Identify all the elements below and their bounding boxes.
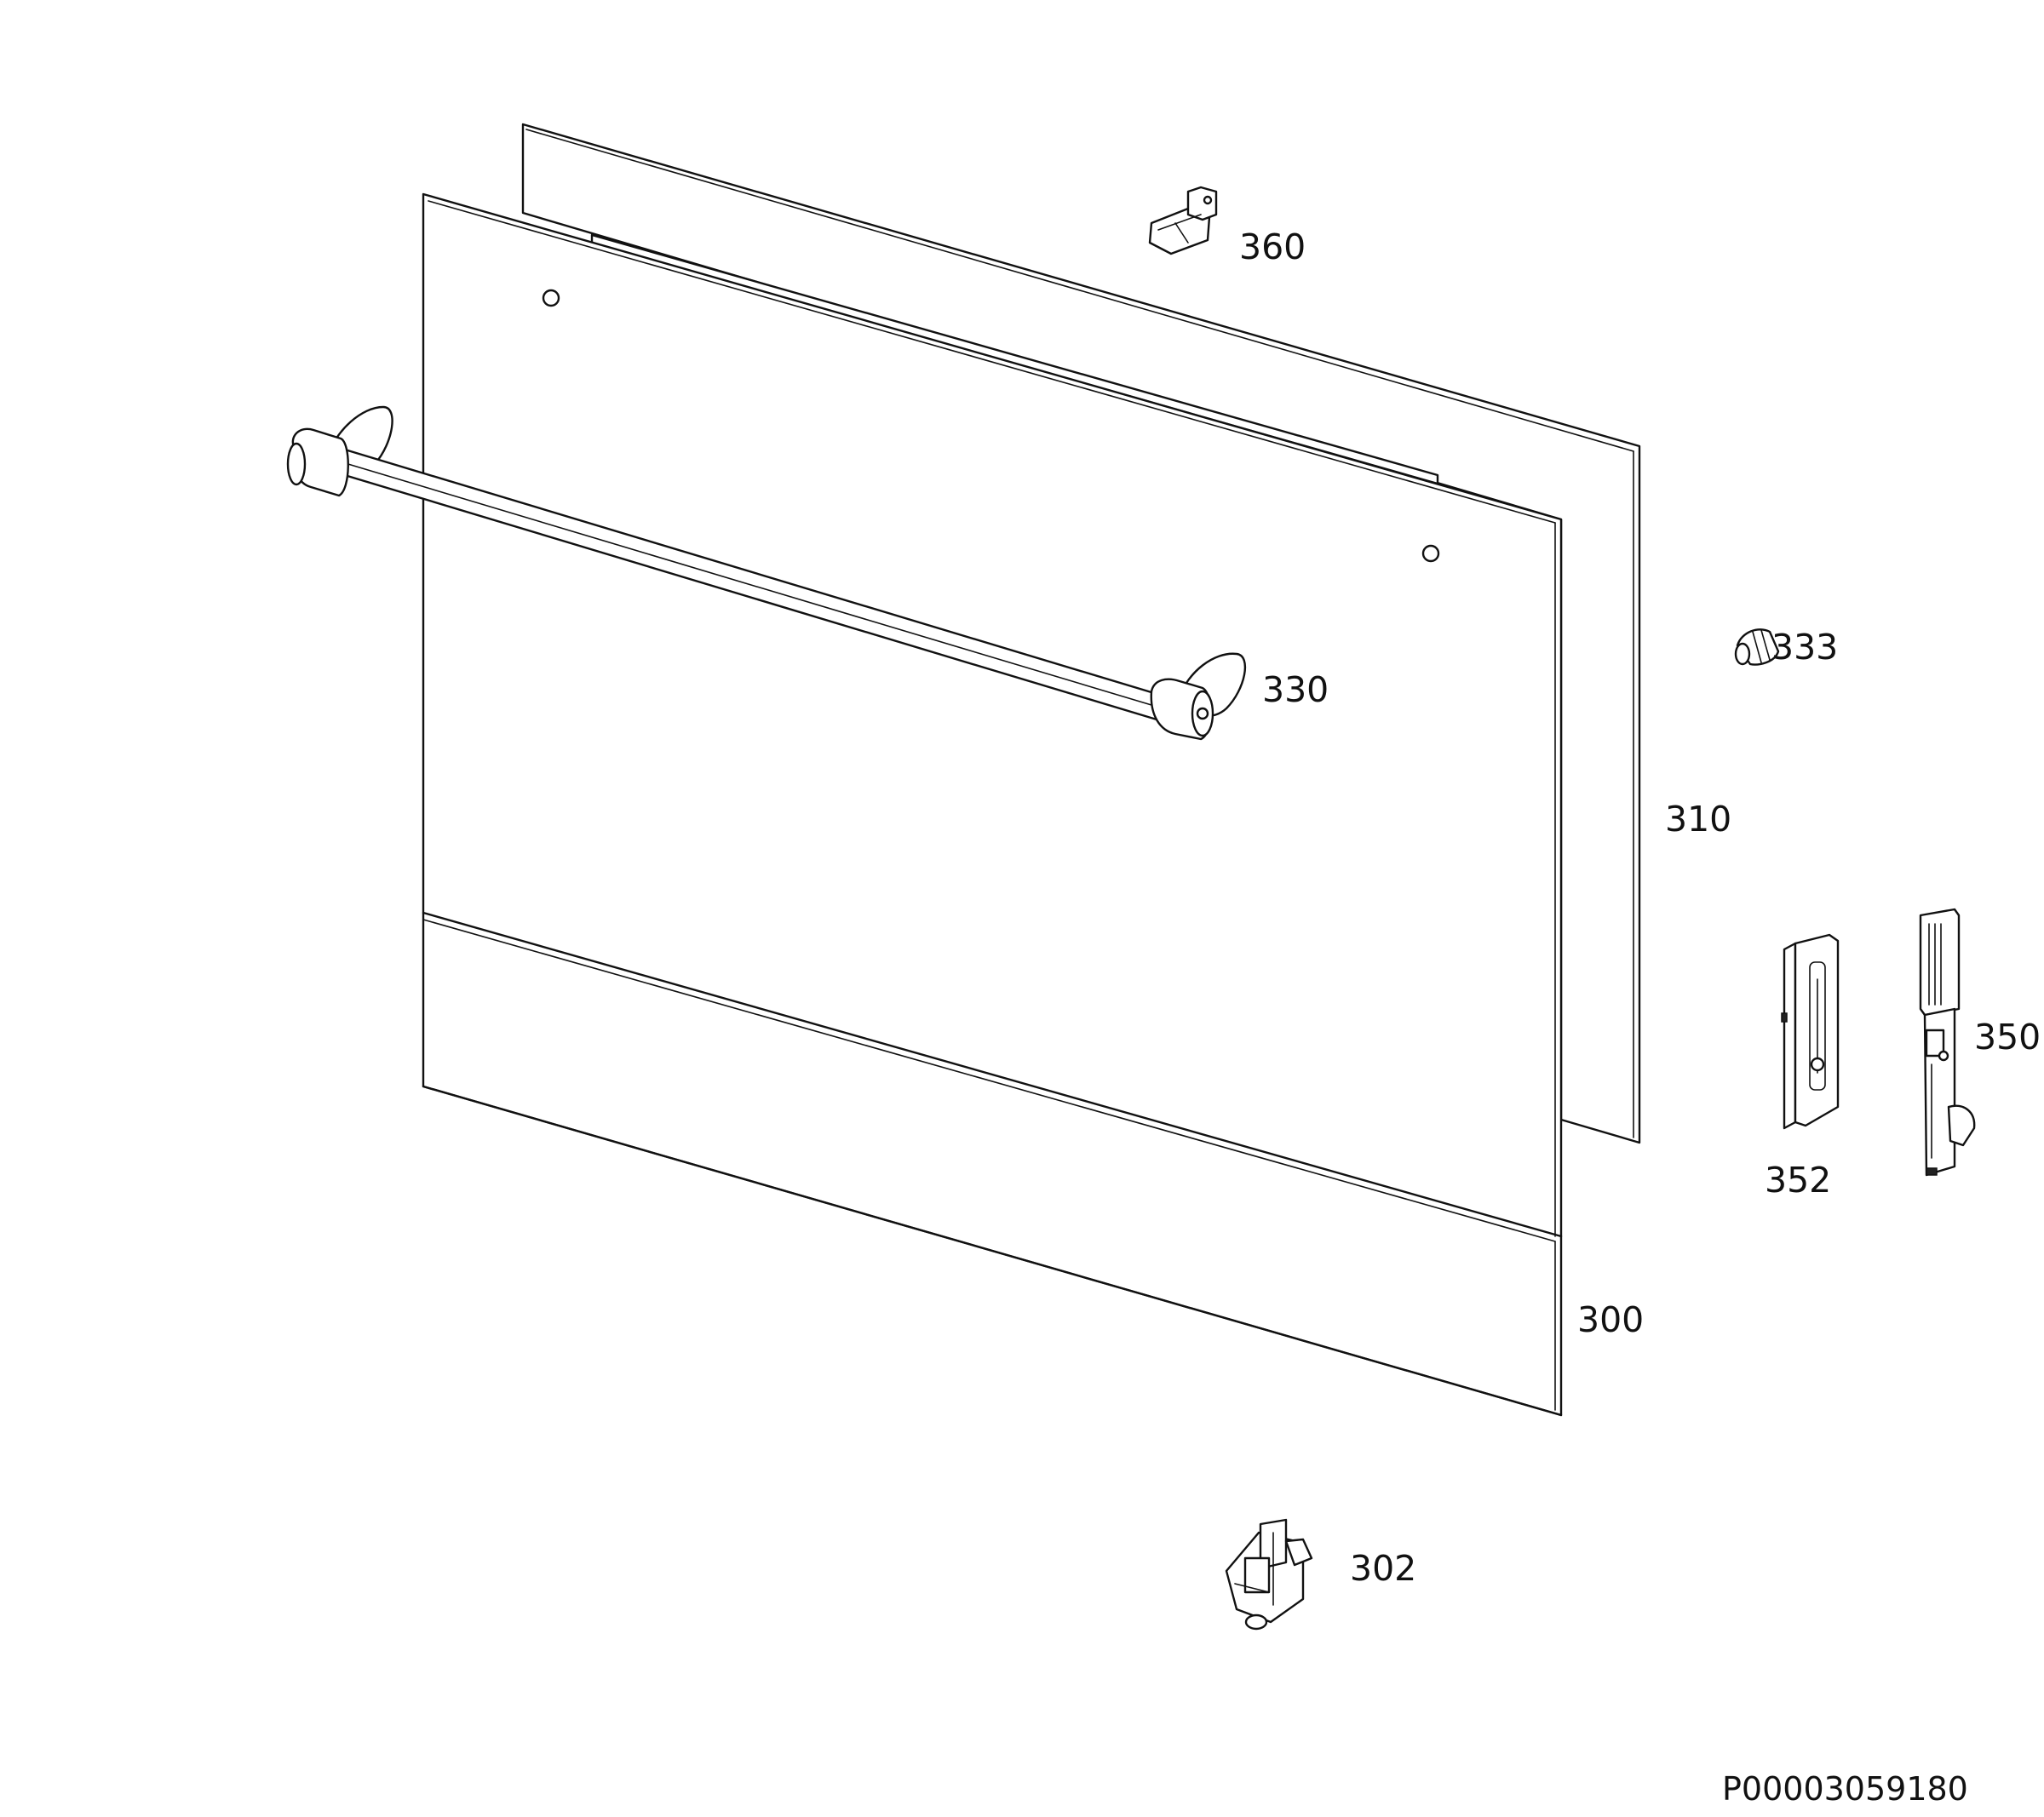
label-350: 350: [1974, 1017, 2041, 1058]
bushing-333: [1734, 628, 1780, 666]
door-catch-302: [1225, 1518, 1313, 1631]
label-360: 360: [1239, 226, 1306, 267]
label-352: 352: [1765, 1160, 1832, 1201]
glass-clip-360: [1148, 186, 1218, 255]
document-code: P00003059180: [1722, 1770, 1968, 1808]
hinge-350: [1919, 908, 1976, 1177]
hinge-352: [1781, 933, 1840, 1130]
front-door-panel-300: [422, 192, 1563, 1417]
label-310: 310: [1665, 799, 1732, 840]
door-handle-330: [286, 405, 1247, 741]
label-302: 302: [1350, 1548, 1417, 1589]
label-300: 300: [1577, 1299, 1645, 1340]
label-333: 333: [1771, 627, 1839, 668]
label-330: 330: [1262, 669, 1329, 710]
